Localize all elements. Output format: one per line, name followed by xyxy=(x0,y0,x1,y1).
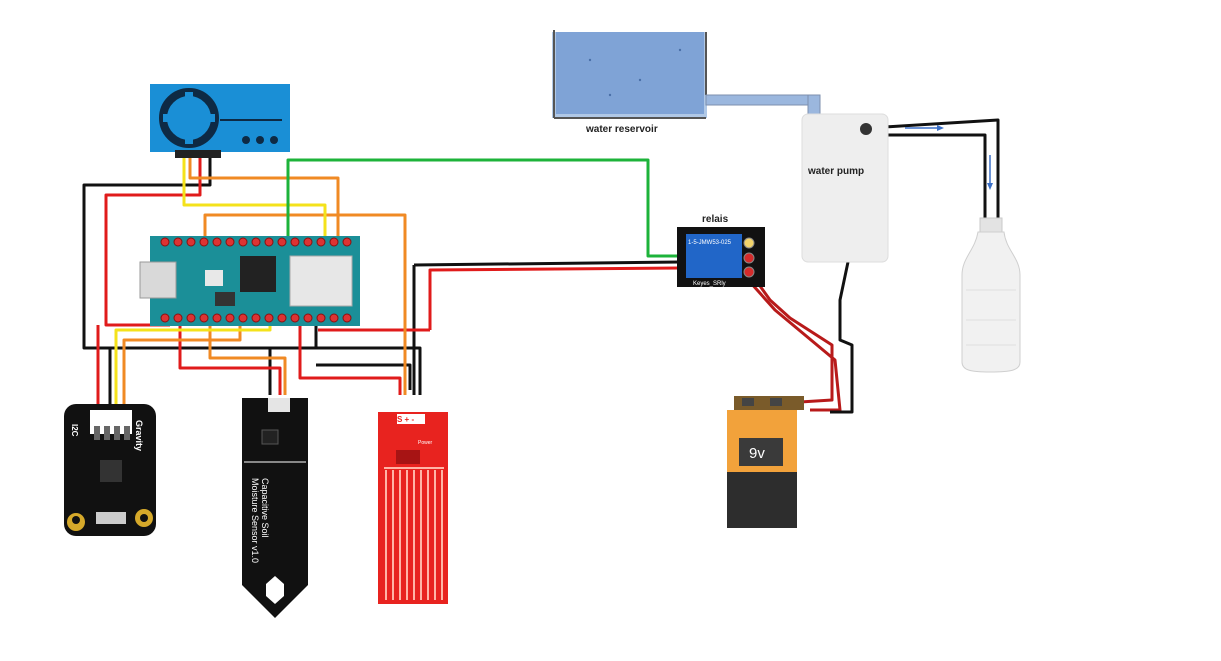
wire-orange-mid xyxy=(203,213,407,395)
water-sensor-traces xyxy=(384,467,444,600)
gravity-top-text: I2C xyxy=(70,424,79,437)
wire-red-vcc xyxy=(104,155,202,327)
arduino-pins-top xyxy=(160,237,352,247)
gravity-i2c-sensor: I2C Gravity xyxy=(64,404,156,536)
pump-label: water pump xyxy=(807,166,864,177)
relay-module: relais 1-5-JMW53-025 Keyes_SRly xyxy=(677,214,765,287)
relay-label: relais xyxy=(702,214,729,225)
wire-black-relay-in xyxy=(413,260,681,267)
battery-9v: 9v xyxy=(727,396,804,528)
water-sensor-power: Power xyxy=(418,440,433,446)
relay-top-text: 1-5-JMW53-025 xyxy=(688,240,732,246)
wire-orange-pm xyxy=(188,155,340,240)
capacitive-moisture-sensor: Capacitive Soil Moisture Sensor v1.0 xyxy=(242,398,308,618)
moisture-text-1: Capacitive Soil xyxy=(260,478,270,538)
wire-red-battery-2 xyxy=(748,281,842,412)
wire-red-battery xyxy=(748,271,834,404)
reservoir-label: water reservoir xyxy=(585,124,658,135)
gravity-side-text: Gravity xyxy=(134,420,144,451)
water-pump: water pump xyxy=(801,113,993,263)
arduino-nano xyxy=(139,236,360,326)
wire-red-water xyxy=(298,322,402,395)
wire-red-relay xyxy=(428,266,681,330)
wire-black-ground xyxy=(82,155,422,395)
wire-yellow-pm xyxy=(182,155,327,240)
wire-black-relay-2 xyxy=(316,363,412,390)
wire-orange-moist xyxy=(208,322,287,395)
water-bottle-icon xyxy=(961,217,1021,373)
wire-black-outlet-2 xyxy=(868,133,987,225)
water-sensor-signs: S + - xyxy=(397,415,414,424)
wire-green-relay xyxy=(286,158,680,258)
wire-black-outlet xyxy=(867,118,1000,225)
relay-bottom-text: Keyes_SRly xyxy=(693,281,726,287)
water-level-sensor: S + - Power xyxy=(378,412,448,604)
water-reservoir: water reservoir xyxy=(552,30,821,135)
arduino-pins-bottom xyxy=(160,313,352,323)
moisture-text-2: Moisture Sensor v1.0 xyxy=(250,478,260,563)
battery-label: 9v xyxy=(749,445,765,462)
wire-red-bus xyxy=(178,322,282,395)
dust-sensor xyxy=(150,84,290,158)
wires xyxy=(82,118,1000,415)
wire-black-pump xyxy=(830,261,854,414)
